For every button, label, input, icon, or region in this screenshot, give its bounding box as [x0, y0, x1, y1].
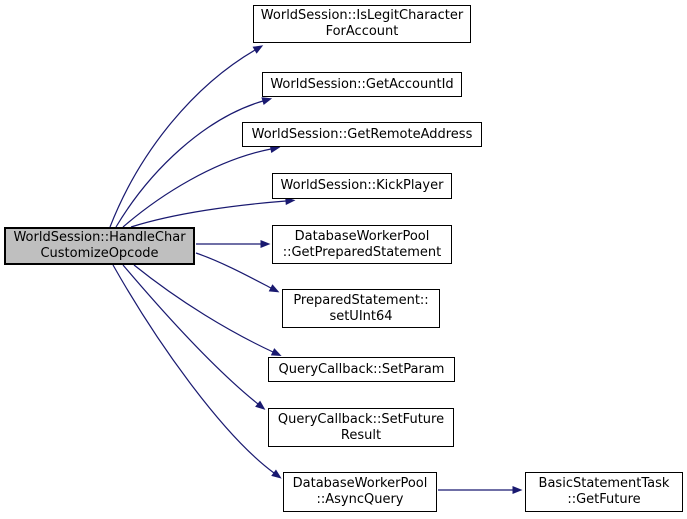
edge-main-to-getremoteaddress	[122, 145, 281, 228]
node-setuint64[interactable]: PreparedStatement:: setUInt64	[282, 289, 440, 328]
node-label: WorldSession::HandleChar CustomizeOpcode	[13, 230, 186, 261]
node-getremoteaddress[interactable]: WorldSession::GetRemoteAddress	[242, 122, 482, 147]
node-label: DatabaseWorkerPool ::AsyncQuery	[292, 476, 428, 507]
node-asyncquery[interactable]: DatabaseWorkerPool ::AsyncQuery	[283, 472, 437, 512]
node-label: WorldSession::KickPlayer	[280, 178, 444, 193]
node-label: BasicStatementTask ::GetFuture	[538, 476, 670, 507]
edge-main-to-kickplayer	[130, 197, 296, 228]
node-setfutureresult[interactable]: QueryCallback::SetFuture Result	[268, 408, 454, 447]
node-label: QueryCallback::SetParam	[278, 361, 445, 377]
node-handlecharcustomizeopcode: WorldSession::HandleChar CustomizeOpcode	[4, 227, 195, 265]
node-getfuture[interactable]: BasicStatementTask ::GetFuture	[525, 472, 683, 512]
node-label: WorldSession::GetRemoteAddress	[251, 126, 473, 142]
node-kickplayer[interactable]: WorldSession::KickPlayer	[272, 173, 452, 199]
node-getpreparedstatement[interactable]: DatabaseWorkerPool ::GetPreparedStatemen…	[272, 225, 452, 264]
edge-main-to-asyncquery	[112, 264, 282, 479]
node-setparam[interactable]: QueryCallback::SetParam	[268, 357, 455, 382]
edge-main-to-setparam	[133, 264, 282, 357]
node-label: QueryCallback::SetFuture Result	[277, 411, 445, 443]
node-islegitcharacterforaccount[interactable]: WorldSession::IsLegitCharacter ForAccoun…	[253, 5, 471, 43]
node-getaccountid[interactable]: WorldSession::GetAccountId	[262, 72, 462, 97]
edge-main-to-setuint64	[195, 252, 280, 293]
edge-main-to-setfutureresult	[122, 264, 266, 410]
node-label: DatabaseWorkerPool ::GetPreparedStatemen…	[282, 228, 442, 260]
edge-main-to-getaccountid	[115, 97, 273, 228]
node-label: PreparedStatement:: setUInt64	[293, 292, 429, 324]
edge-main-to-islegitcharacter	[109, 45, 264, 228]
node-label: WorldSession::GetAccountId	[270, 76, 454, 92]
node-label: WorldSession::IsLegitCharacter ForAccoun…	[260, 8, 464, 39]
